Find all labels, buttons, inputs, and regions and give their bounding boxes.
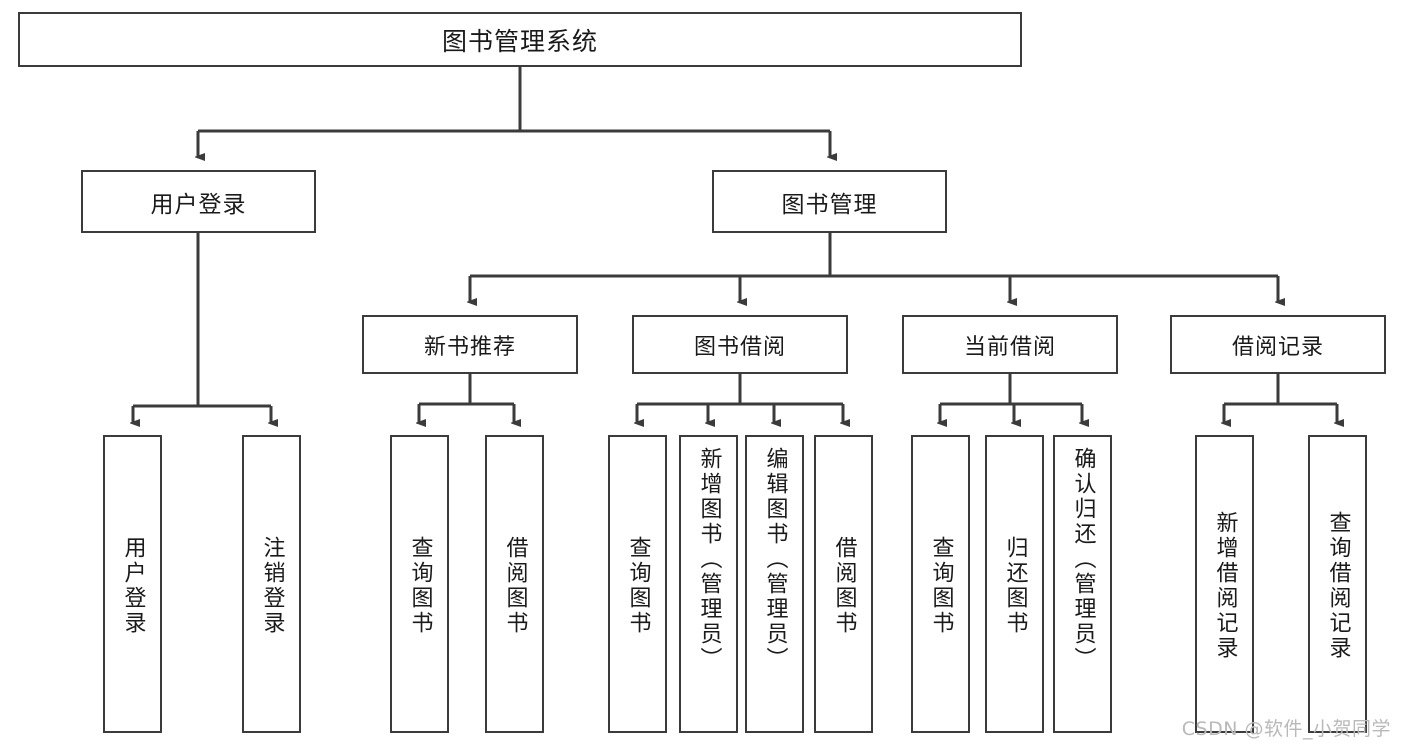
node-borrow-record[interactable]: 借阅记录 <box>1170 315 1386 374</box>
node-book-management[interactable]: 图书管理 <box>712 170 947 233</box>
leaf-add-borrow-record-inner: 新增借阅记录 <box>1212 441 1238 731</box>
node-book-management-label: 图书管理 <box>781 191 878 218</box>
leaf-query-book-borrow-label: 查询图书 <box>625 536 651 636</box>
node-new-book-recommend-label: 新书推荐 <box>423 334 516 360</box>
leaf-borrow-book-label: 借阅图书 <box>831 536 857 636</box>
leaf-add-borrow-record-label: 新增借阅记录 <box>1212 511 1238 661</box>
leaf-logout-label: 注销登录 <box>259 536 285 636</box>
leaf-query-book-recommend-label: 查询图书 <box>407 536 433 636</box>
leaf-return-book-inner: 归还图书 <box>1002 441 1028 731</box>
leaf-query-book-borrow-inner: 查询图书 <box>625 441 651 731</box>
leaf-query-book-borrow[interactable]: 查询图书 <box>608 435 667 733</box>
leaf-logout-inner: 注销登录 <box>259 441 285 731</box>
leaf-borrow-book[interactable]: 借阅图书 <box>814 435 873 733</box>
leaf-query-book-recommend[interactable]: 查询图书 <box>390 435 449 733</box>
leaf-query-book-current-label: 查询图书 <box>928 536 954 636</box>
leaf-add-borrow-record[interactable]: 新增借阅记录 <box>1195 435 1254 733</box>
node-root-label: 图书管理系统 <box>441 26 598 56</box>
leaf-return-book[interactable]: 归还图书 <box>985 435 1044 733</box>
leaf-user-login-label: 用户登录 <box>120 536 146 636</box>
leaf-edit-book-admin-inner: 编辑图书（管理员） <box>762 441 788 737</box>
node-current-borrow[interactable]: 当前借阅 <box>902 315 1118 374</box>
leaf-add-book-admin-label: 新增图书（管理员） <box>696 447 722 672</box>
node-user-login-label: 用户登录 <box>150 191 247 218</box>
node-book-borrow-label: 图书借阅 <box>693 334 786 360</box>
leaf-edit-book-admin[interactable]: 编辑图书（管理员） <box>745 435 804 733</box>
leaf-query-borrow-record[interactable]: 查询借阅记录 <box>1308 435 1367 733</box>
leaf-return-book-label: 归还图书 <box>1002 536 1028 636</box>
leaf-user-login[interactable]: 用户登录 <box>103 435 162 733</box>
node-book-borrow[interactable]: 图书借阅 <box>632 315 848 374</box>
leaf-confirm-return-admin[interactable]: 确认归还（管理员） <box>1053 435 1112 733</box>
leaf-borrow-book-recommend-inner: 借阅图书 <box>502 441 528 731</box>
node-root[interactable]: 图书管理系统 <box>18 12 1022 67</box>
watermark: CSDN @软件_小贺同学 <box>1181 718 1391 740</box>
leaf-confirm-return-admin-label: 确认归还（管理员） <box>1070 447 1096 672</box>
leaf-query-book-current[interactable]: 查询图书 <box>911 435 970 733</box>
leaf-query-borrow-record-label: 查询借阅记录 <box>1325 511 1351 661</box>
node-new-book-recommend[interactable]: 新书推荐 <box>362 315 578 374</box>
leaf-edit-book-admin-label: 编辑图书（管理员） <box>762 447 788 672</box>
node-current-borrow-label: 当前借阅 <box>963 334 1056 360</box>
leaf-confirm-return-admin-inner: 确认归还（管理员） <box>1070 441 1096 737</box>
leaf-borrow-book-recommend[interactable]: 借阅图书 <box>485 435 544 733</box>
leaf-query-book-recommend-inner: 查询图书 <box>407 441 433 731</box>
leaf-user-login-inner: 用户登录 <box>120 441 146 731</box>
leaf-logout[interactable]: 注销登录 <box>242 435 301 733</box>
leaf-query-borrow-record-inner: 查询借阅记录 <box>1325 441 1351 731</box>
leaf-query-book-current-inner: 查询图书 <box>928 441 954 731</box>
leaf-add-book-admin[interactable]: 新增图书（管理员） <box>679 435 738 733</box>
leaf-add-book-admin-inner: 新增图书（管理员） <box>696 441 722 737</box>
leaf-borrow-book-recommend-label: 借阅图书 <box>502 536 528 636</box>
node-user-login[interactable]: 用户登录 <box>81 170 316 233</box>
leaf-borrow-book-inner: 借阅图书 <box>831 441 857 731</box>
node-borrow-record-label: 借阅记录 <box>1231 334 1324 360</box>
